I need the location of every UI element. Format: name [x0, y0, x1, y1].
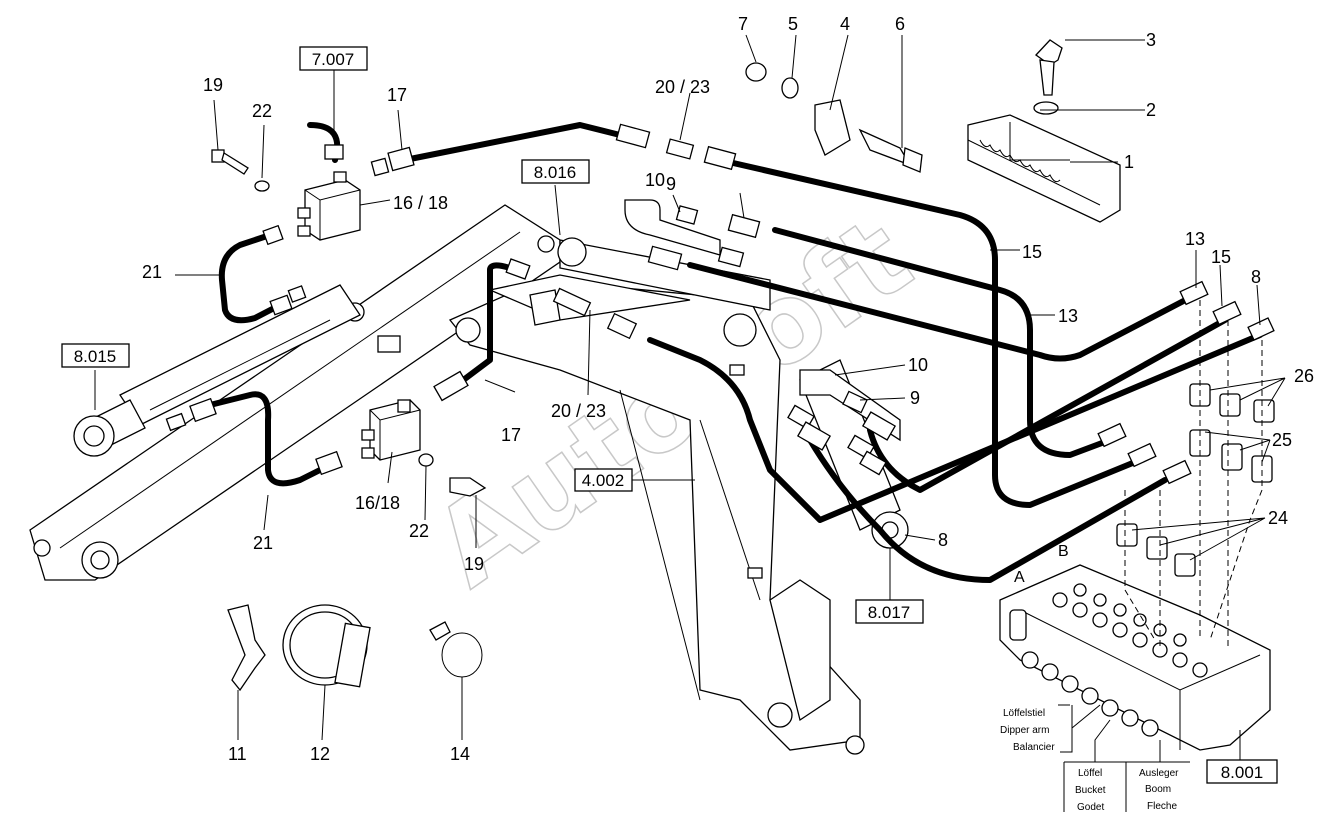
callout-7: 7	[738, 14, 748, 34]
hose-8-lower	[807, 437, 1168, 583]
callout-22-upper: 22	[252, 101, 272, 121]
legend-bucket: Löffel Bucket Godet	[1075, 768, 1106, 813]
callout-16-18-upper: 16 / 18	[393, 193, 448, 213]
callout-24: 24	[1268, 508, 1288, 528]
reference-box-8017: 8.017	[855, 599, 924, 624]
callout-11: 11	[228, 744, 247, 764]
callout-25: 25	[1272, 430, 1292, 450]
valve-block-lower	[361, 399, 421, 461]
callout-5: 5	[788, 14, 798, 34]
hose-13-lower	[687, 262, 1198, 362]
leader-lines	[94, 34, 1286, 812]
callout-20-23-upper: 20 / 23	[655, 77, 710, 97]
reference-box-8015: 8.015	[61, 343, 130, 368]
callout-13-lower: 13	[1058, 306, 1078, 326]
callout-labels: 1 2 3 4 5 6 7 8 8 9 9 10 10 11 12 13 13 …	[142, 14, 1314, 764]
bolt-19-lower	[418, 453, 487, 497]
hose-15-lower	[867, 317, 1228, 493]
legend-boom: Ausleger Boom Fleche	[1139, 768, 1179, 812]
callout-13-upper: 13	[1185, 229, 1205, 249]
callout-14: 14	[450, 744, 470, 764]
part-12-clamp	[282, 604, 371, 688]
callout-1: 1	[1124, 152, 1134, 172]
callout-16-18-lower: 16/18	[355, 493, 400, 513]
valve-spools	[1021, 651, 1159, 737]
part-11-clip	[227, 604, 266, 692]
callout-21-lower: 21	[253, 533, 273, 553]
svg-text:8.016: 8.016	[534, 163, 577, 182]
callout-6: 6	[895, 14, 905, 34]
hose-15	[717, 157, 1143, 508]
svg-text:Balancier: Balancier	[1013, 742, 1055, 753]
valve-port-b: B	[1058, 543, 1069, 560]
hose-17-upper	[402, 122, 623, 163]
svg-text:Godet: Godet	[1077, 802, 1104, 813]
callout-19-lower: 19	[464, 554, 484, 574]
callout-26: 26	[1294, 366, 1314, 386]
control-valve	[999, 564, 1271, 751]
callout-10-lower: 10	[908, 355, 928, 375]
callout-9-upper: 9	[666, 174, 676, 194]
valve-block-upper	[297, 171, 361, 241]
callout-21-upper: 21	[142, 262, 162, 282]
svg-text:7.007: 7.007	[312, 50, 355, 69]
callout-17-upper: 17	[387, 85, 407, 105]
reference-box-4002: 4.002	[574, 468, 633, 492]
clamp-kit	[745, 39, 1121, 223]
callout-20-23-lower: 20 / 23	[551, 401, 606, 421]
svg-text:Ausleger: Ausleger	[1139, 768, 1179, 779]
reference-box-7007: 7.007	[299, 46, 368, 71]
legend-dipper-arm: Löffelstiel Dipper arm Balancier	[1000, 708, 1055, 753]
adapters-25	[1189, 429, 1273, 483]
callout-8-lower: 8	[938, 530, 948, 550]
svg-text:8.015: 8.015	[74, 347, 117, 366]
bolt-19-upper	[211, 149, 270, 192]
hose-21-lower	[207, 391, 333, 487]
svg-text:8.001: 8.001	[1221, 763, 1264, 782]
callout-3: 3	[1146, 30, 1156, 50]
dashed-guides	[1124, 300, 1263, 650]
valve-port-grid	[1052, 583, 1208, 678]
hose-21-upper	[218, 232, 283, 324]
callout-15-right: 15	[1211, 247, 1231, 267]
callout-22-lower: 22	[409, 521, 429, 541]
svg-text:8.017: 8.017	[868, 603, 911, 622]
svg-text:Löffel: Löffel	[1078, 768, 1102, 779]
callout-15-upper: 15	[1022, 242, 1042, 262]
svg-text:4.002: 4.002	[582, 471, 625, 490]
boom	[448, 279, 865, 755]
dipper-cylinder	[73, 284, 361, 457]
callout-8-upper: 8	[1251, 267, 1261, 287]
reference-box-8001: 8.001	[1206, 759, 1278, 784]
callout-4: 4	[840, 14, 850, 34]
svg-text:Fleche: Fleche	[1147, 801, 1177, 812]
callout-19-upper: 19	[203, 75, 223, 95]
svg-text:Bucket: Bucket	[1075, 785, 1106, 796]
hose-17-lower	[447, 262, 513, 393]
callout-12: 12	[310, 744, 330, 764]
valve-port-a: A	[1014, 569, 1025, 586]
link	[487, 274, 691, 326]
adapters-24	[1116, 523, 1196, 577]
callout-10-upper: 10	[645, 170, 665, 190]
svg-text:Löffelstiel: Löffelstiel	[1003, 708, 1045, 719]
svg-text:Boom: Boom	[1145, 784, 1171, 795]
hose-8	[647, 332, 1263, 523]
svg-text:Dipper arm: Dipper arm	[1000, 725, 1049, 736]
callout-17-lower: 17	[501, 425, 521, 445]
fittings	[165, 123, 1275, 485]
part-14-clip	[429, 621, 483, 678]
reference-box-8016: 8.016	[521, 159, 590, 184]
callout-9-lower: 9	[910, 388, 920, 408]
callout-2: 2	[1146, 100, 1156, 120]
hose-13-upper	[772, 227, 1113, 458]
